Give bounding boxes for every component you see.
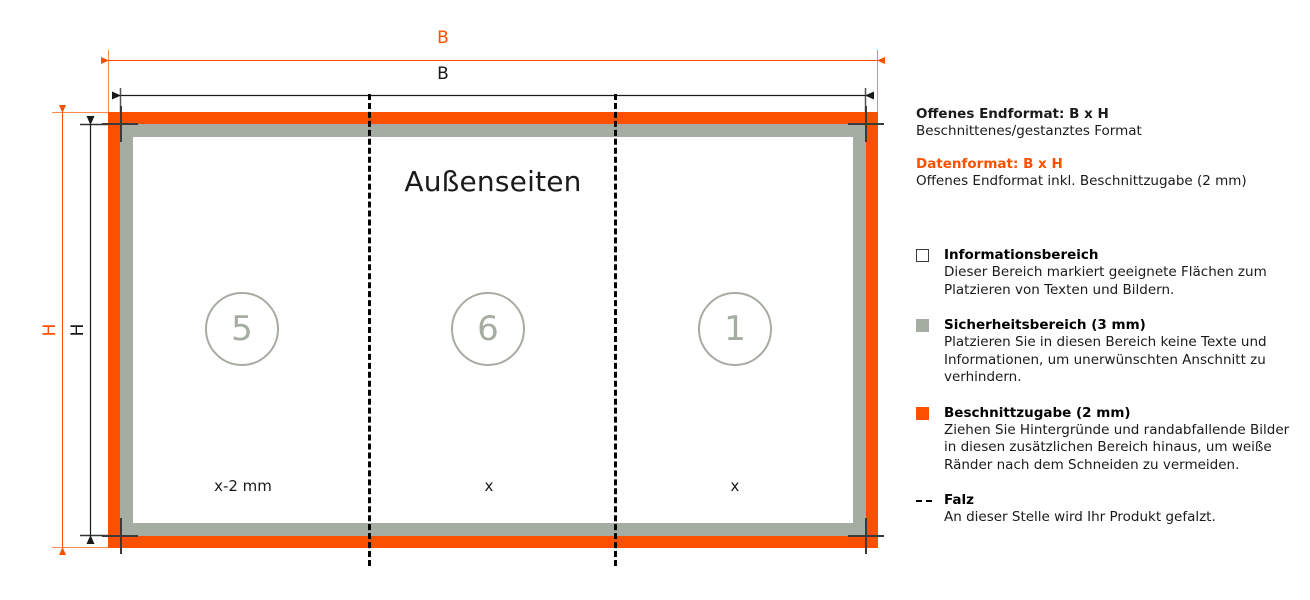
trim-height-label: H [68, 323, 88, 337]
legend-group-formats: Offenes Endformat: B x H Beschnittenes/g… [916, 105, 1296, 190]
legend-item-beschnittzugabe: Beschnittzugabe (2 mm) Ziehen Sie Hinter… [916, 404, 1296, 475]
legend-item-description: An dieser Stelle wird Ihr Produkt gefalz… [944, 509, 1216, 525]
bleed-width-label: B [437, 28, 449, 48]
outline-square-icon [916, 249, 929, 262]
bleed-height-label: H [40, 323, 60, 337]
orange-square-icon [916, 406, 929, 420]
legend-item-endformat: Offenes Endformat: B x H Beschnittenes/g… [916, 105, 1296, 141]
legend-item-description: Ziehen Sie Hintergründe und randabfallen… [944, 421, 1290, 473]
panel-number: 5 [231, 309, 253, 349]
legend-item-datenformat: Datenformat: B x H Offenes Endformat ink… [916, 155, 1296, 191]
panel-number: 6 [477, 309, 499, 349]
fold-line [368, 94, 371, 566]
legend-item-sicherheitsbereich: Sicherheitsbereich (3 mm) Platzieren Sie… [916, 316, 1296, 387]
fold-line [614, 94, 617, 566]
legend-item-title: Sicherheitsbereich (3 mm) [944, 317, 1146, 333]
legend: Offenes Endformat: B x H Beschnittenes/g… [916, 105, 1296, 527]
legend-item-description: Platzieren Sie in diesen Bereich keine T… [944, 334, 1267, 385]
legend-item-description: Beschnittenes/gestanztes Format [916, 123, 1142, 139]
panel-width-label: x [730, 477, 740, 495]
panel-number-badge: 5 [205, 292, 279, 366]
panel-number-badge: 1 [698, 292, 772, 366]
legend-item-description: Dieser Bereich markiert geeignete Fläche… [944, 264, 1267, 298]
crop-mark [865, 518, 867, 554]
panel-number: 1 [724, 309, 746, 349]
legend-item-title: Offenes Endformat: B x H [916, 106, 1109, 122]
dashed-line-icon [916, 500, 932, 502]
legend-item-description: Offenes Endformat inkl. Beschnittzugabe … [916, 172, 1247, 189]
crop-mark [120, 518, 122, 554]
legend-item-title: Datenformat: B x H [916, 155, 1063, 172]
legend-item-title: Beschnittzugabe (2 mm) [944, 404, 1131, 421]
page-title: Außenseiten [404, 165, 582, 198]
legend-item-informationsbereich: Informationsbereich Dieser Bereich marki… [916, 246, 1296, 299]
crop-mark [120, 106, 122, 142]
trim-width-label: B [437, 64, 449, 84]
legend-item-title: Informationsbereich [944, 247, 1099, 263]
panel-width-label: x-2 mm [214, 477, 272, 495]
legend-group-areas: Informationsbereich Dieser Bereich marki… [916, 246, 1296, 527]
gray-square-icon [916, 319, 929, 332]
legend-item-title: Falz [944, 492, 975, 508]
crop-mark [865, 106, 867, 142]
legend-item-falz: Falz An dieser Stelle wird Ihr Produkt g… [916, 491, 1296, 527]
panel-number-badge: 6 [451, 292, 525, 366]
panel-width-label: x [484, 477, 494, 495]
